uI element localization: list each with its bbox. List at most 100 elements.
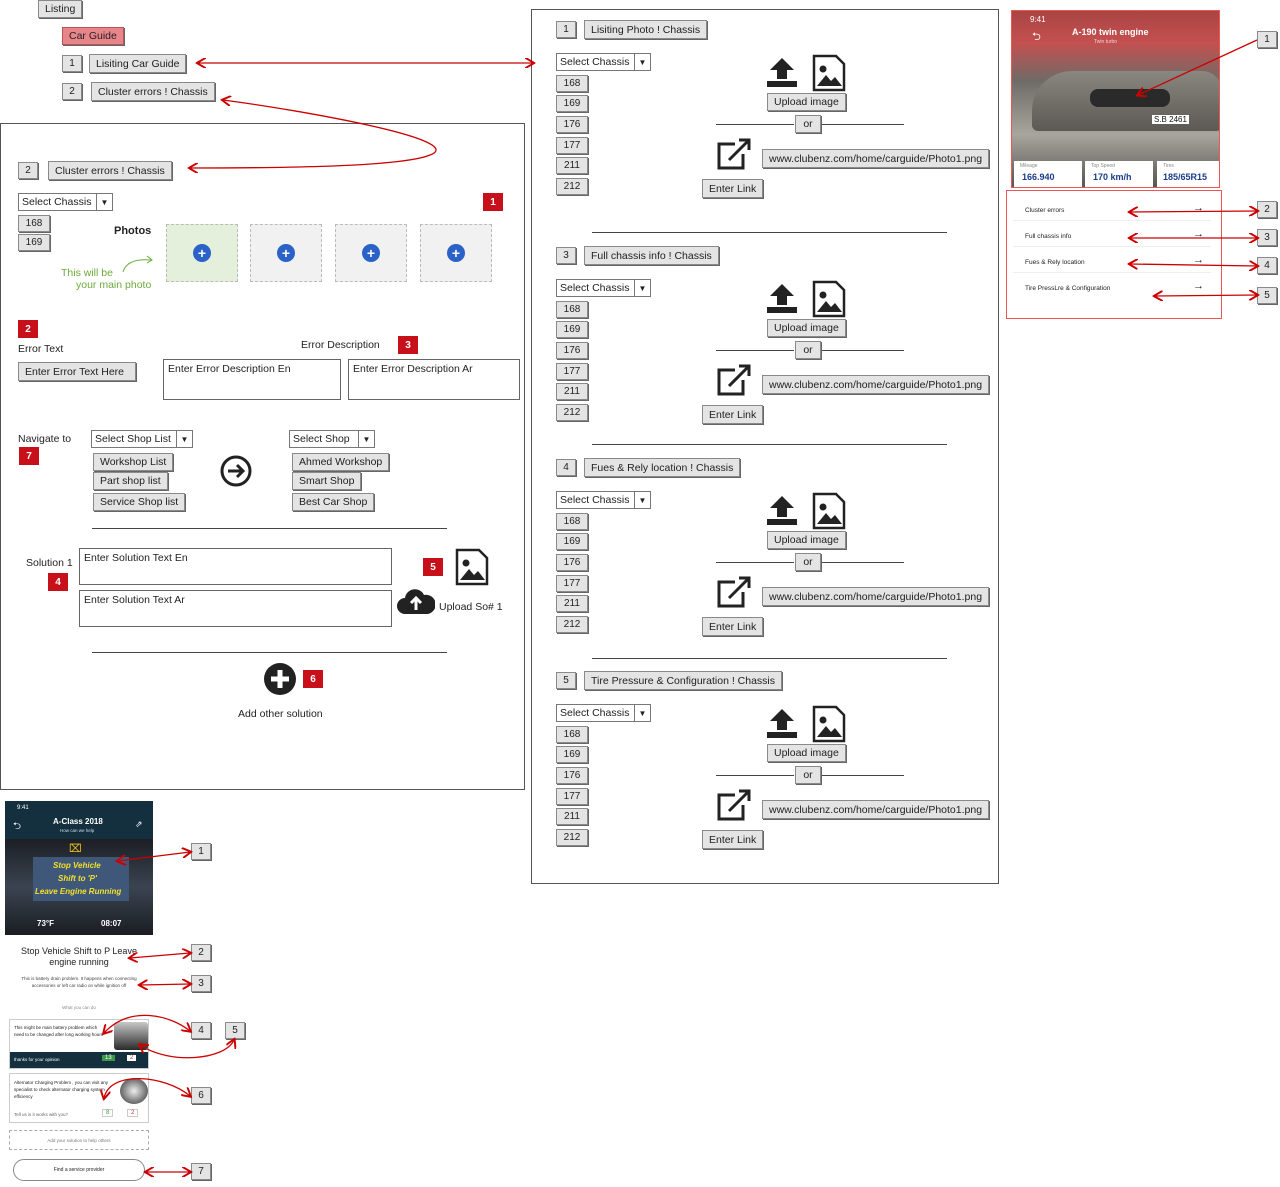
add-other-solution-label[interactable]: Add other solution xyxy=(238,708,323,720)
solution-1-text: This might be main battery problem which… xyxy=(14,1025,104,1037)
link-url-input[interactable]: www.clubenz.com/home/carguide/Photo1.png xyxy=(762,375,990,394)
stat-value: 166.940 xyxy=(1022,172,1055,182)
menu-item-tire-pressure[interactable]: Tire PressLre & Configuration→ xyxy=(1013,277,1211,299)
enter-link-button[interactable]: Enter Link xyxy=(702,830,764,849)
thumbs-up-count[interactable]: 13 xyxy=(102,1055,115,1061)
thumbs-up-count[interactable]: 8 xyxy=(102,1109,114,1117)
divider xyxy=(592,232,947,233)
car-detail-menu: Cluster errors→ Full chassis info→ Fues … xyxy=(1006,190,1222,319)
chassis-211[interactable]: 211 xyxy=(556,383,588,400)
chassis-211[interactable]: 211 xyxy=(556,808,588,825)
chassis-212[interactable]: 212 xyxy=(556,404,588,421)
chassis-212[interactable]: 212 xyxy=(556,178,588,195)
divider xyxy=(92,652,447,653)
divider xyxy=(92,528,447,529)
marker-6: 6 xyxy=(303,670,323,688)
shop-best-car[interactable]: Best Car Shop xyxy=(292,493,375,511)
link-url-input[interactable]: www.clubenz.com/home/carguide/Photo1.png xyxy=(762,149,990,168)
enter-link-button[interactable]: Enter Link xyxy=(702,617,764,636)
shop-smart[interactable]: Smart Shop xyxy=(292,472,362,490)
callout-left-3: 3 xyxy=(191,975,211,992)
listing-button[interactable]: Listing xyxy=(38,0,83,18)
chassis-168[interactable]: 168 xyxy=(556,301,588,318)
find-service-provider-button[interactable]: Find a service provider xyxy=(13,1159,145,1181)
chassis-177[interactable]: 177 xyxy=(556,363,588,380)
error-description-ar-input[interactable]: Enter Error Description Ar xyxy=(348,359,520,400)
chassis-169[interactable]: 169 xyxy=(556,95,588,112)
select-chassis-dropdown[interactable]: Select Chassis▼ xyxy=(556,704,651,722)
menu-item-full-chassis[interactable]: Full chassis info→ xyxy=(1013,225,1211,247)
photos-label: Photos xyxy=(114,225,152,237)
select-chassis-dropdown[interactable]: Select Chassis▼ xyxy=(556,491,651,509)
chassis-212[interactable]: 212 xyxy=(556,616,588,633)
back-arrow-icon[interactable]: ⮌ xyxy=(13,821,22,832)
select-shop-list-dropdown[interactable]: Select Shop List▼ xyxy=(91,430,193,448)
chassis-176[interactable]: 176 xyxy=(556,342,588,359)
photo-slot-4[interactable]: + xyxy=(420,224,492,282)
shop-list-part[interactable]: Part shop list xyxy=(93,472,168,490)
select-chassis-dropdown[interactable]: Select Chassis▼ xyxy=(556,279,651,297)
link-url-input[interactable]: www.clubenz.com/home/carguide/Photo1.png xyxy=(762,587,990,606)
upload-icon xyxy=(767,496,797,525)
chassis-168[interactable]: 168 xyxy=(556,726,588,743)
main-photo-slot[interactable]: + xyxy=(166,224,238,282)
solution-en-input[interactable]: Enter Solution Text En xyxy=(79,548,392,585)
menu-item-cluster-errors[interactable]: Cluster errors→ xyxy=(1013,199,1211,221)
upload-image-button[interactable]: Upload image xyxy=(767,531,846,549)
chassis-176[interactable]: 176 xyxy=(556,554,588,571)
car-guide-button[interactable]: Car Guide xyxy=(62,27,124,45)
upload-image-button[interactable]: Upload image xyxy=(767,744,846,762)
add-solution-field[interactable]: Add your solution to help others xyxy=(9,1130,149,1150)
thumbs-down-count[interactable]: 2 xyxy=(127,1055,137,1061)
select-chassis-dropdown[interactable]: Select Chassis▼ xyxy=(556,53,651,71)
chassis-211[interactable]: 211 xyxy=(556,595,588,612)
share-icon[interactable]: ⇗ xyxy=(135,819,143,829)
callout-right-2: 2 xyxy=(1257,201,1277,218)
upload-image-button[interactable]: Upload image xyxy=(767,319,846,337)
enter-link-button[interactable]: Enter Link xyxy=(702,179,764,198)
select-chassis-value: Select Chassis xyxy=(560,494,630,506)
chassis-169[interactable]: 169 xyxy=(556,321,588,338)
photo-slot-3[interactable]: + xyxy=(335,224,407,282)
thumbs-down-count[interactable]: 2 xyxy=(127,1109,139,1117)
chassis-212[interactable]: 212 xyxy=(556,829,588,846)
chassis-169[interactable]: 169 xyxy=(18,234,50,251)
select-chassis-dropdown[interactable]: Select Chassis▼ xyxy=(18,193,113,211)
chassis-168[interactable]: 168 xyxy=(18,215,50,232)
divider xyxy=(716,562,794,563)
shop-ahmed[interactable]: Ahmed Workshop xyxy=(292,453,390,471)
chassis-169[interactable]: 169 xyxy=(556,533,588,550)
chassis-177[interactable]: 177 xyxy=(556,575,588,592)
callout-right-4: 4 xyxy=(1257,257,1277,274)
cloud-upload-icon[interactable] xyxy=(397,586,435,616)
chassis-168[interactable]: 168 xyxy=(556,513,588,530)
back-arrow-icon[interactable]: ⮌ xyxy=(1032,31,1041,43)
solution-ar-input[interactable]: Enter Solution Text Ar xyxy=(79,590,392,627)
select-shop-dropdown[interactable]: Select Shop▼ xyxy=(289,430,375,448)
menu-item-fuse-relay[interactable]: Fues & Rely location→ xyxy=(1013,251,1211,273)
chassis-168[interactable]: 168 xyxy=(556,75,588,92)
shop-list-service[interactable]: Service Shop list xyxy=(93,493,186,511)
chassis-169[interactable]: 169 xyxy=(556,746,588,763)
upload-solution-label[interactable]: Upload So# 1 xyxy=(439,601,503,613)
enter-link-button[interactable]: Enter Link xyxy=(702,405,764,424)
link-url-input[interactable]: www.clubenz.com/home/carguide/Photo1.png xyxy=(762,800,990,819)
nav-listing-car-guide[interactable]: Lisiting Car Guide xyxy=(89,54,187,73)
add-circle-icon[interactable] xyxy=(263,662,297,696)
chassis-176[interactable]: 176 xyxy=(556,116,588,133)
photo-slot-2[interactable]: + xyxy=(250,224,322,282)
chassis-211[interactable]: 211 xyxy=(556,157,588,174)
error-text-input[interactable]: Enter Error Text Here xyxy=(18,362,136,381)
nav-cluster-errors[interactable]: Cluster errors ! Chassis xyxy=(91,82,215,101)
error-description-en-input[interactable]: Enter Error Description En xyxy=(163,359,341,400)
upload-image-button[interactable]: Upload image xyxy=(767,93,846,111)
section-number: 3 xyxy=(556,247,576,264)
chassis-176[interactable]: 176 xyxy=(556,767,588,784)
shop-list-workshop[interactable]: Workshop List xyxy=(93,453,174,471)
chassis-177[interactable]: 177 xyxy=(556,788,588,805)
nav-item-2-number: 2 xyxy=(62,83,82,100)
what-you-can-do-label: What you can do xyxy=(62,1005,96,1010)
car-subtitle: Twin turbo xyxy=(1094,39,1118,45)
chassis-177[interactable]: 177 xyxy=(556,137,588,154)
